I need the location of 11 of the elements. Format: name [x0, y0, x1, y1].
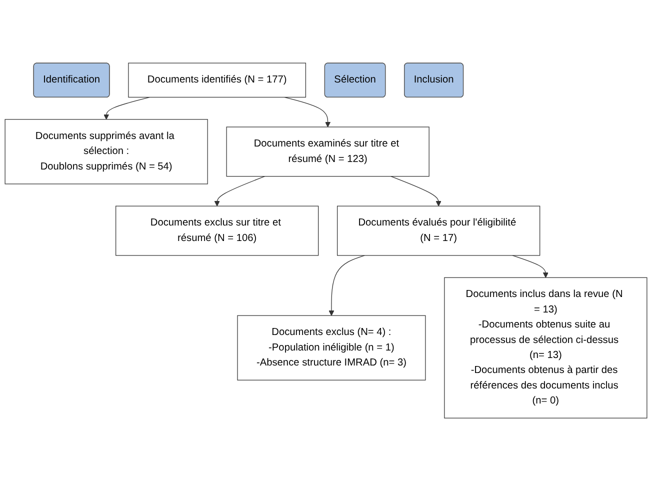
node-box: Documents exclus sur titre et résumé (N = 106)	[116, 206, 319, 256]
node-box: Documents examinés sur titre et résumé (N = 123)	[226, 127, 430, 178]
arrow	[328, 256, 365, 316]
node-box: Documents exclus (N= 4) : -Population inéligible (n = 1) -Absence structure IMRAD (n= 3)	[237, 316, 426, 381]
node-box: Documents inclus dans la revue (N = 13) -Documents obtenus suite au processus de sélection ci-dessus (n= 13) -Documents obtenus à partir des références des documents inclus (n= 0)	[444, 278, 648, 419]
arrow	[390, 176, 442, 207]
node-box: Documents identifiés (N = 177)	[128, 63, 306, 98]
node-box: Documents évalués pour l'éligibilité (N = 17)	[337, 206, 540, 256]
arrow	[512, 256, 548, 278]
arrow	[214, 176, 266, 207]
node-box: Documents supprimés avant la sélection : Doublons supprimés (N = 54)	[4, 120, 208, 185]
